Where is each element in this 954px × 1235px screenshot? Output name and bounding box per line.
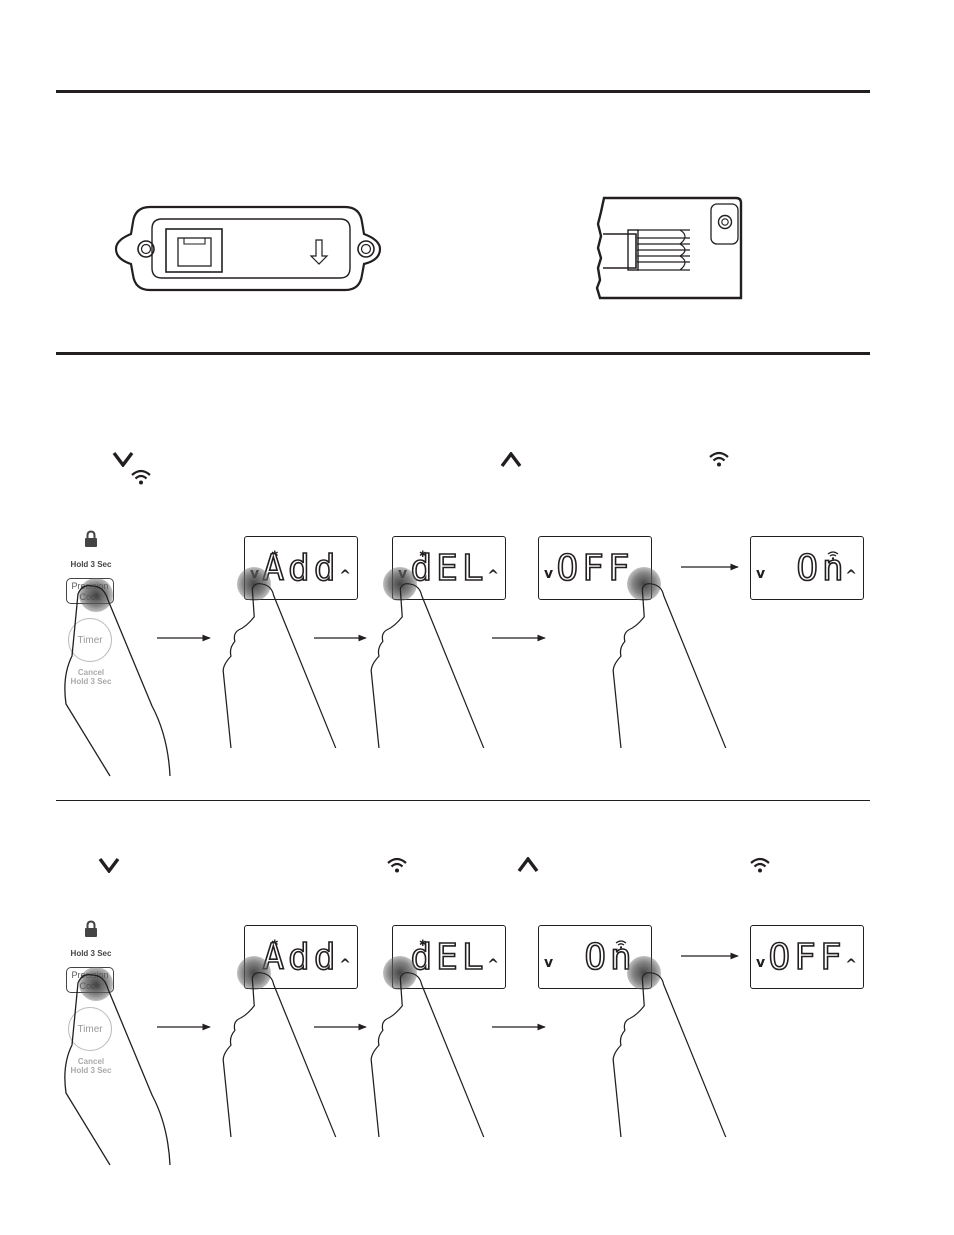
bluetooth-icon: ✱	[271, 550, 279, 560]
bluetooth-icon: ✱	[271, 939, 279, 949]
down-indicator: v	[756, 955, 766, 971]
down-indicator: v	[756, 566, 766, 582]
display-text: On	[584, 937, 636, 978]
up-indicator: ^	[339, 957, 351, 973]
display-text: Add	[262, 937, 340, 978]
down-indicator: v	[544, 566, 554, 582]
module-illustrations	[114, 196, 743, 300]
down-indicator: v	[544, 955, 554, 971]
pointing-hand	[64, 974, 171, 1166]
press-indicator	[79, 578, 113, 612]
up-indicator: ^	[487, 568, 499, 584]
wifi-icon	[131, 469, 151, 485]
cancel-label: Cancel	[77, 668, 105, 677]
pointing-hand	[222, 972, 337, 1138]
display-text: dEL	[410, 548, 488, 589]
section-divider	[56, 800, 870, 801]
bluetooth-icon: ✱	[419, 550, 427, 560]
wifi-icon	[615, 940, 627, 949]
wifi-icon	[387, 857, 407, 873]
lock-icon	[85, 530, 97, 547]
wifi-icon	[827, 551, 839, 560]
display-text: OFF	[768, 937, 846, 978]
press-indicator	[237, 956, 271, 990]
cancel-hold-label: Hold 3 Sec	[70, 677, 112, 686]
pointing-hand	[370, 583, 485, 749]
timer-button[interactable]: Timer	[68, 618, 112, 662]
top-rule	[56, 90, 870, 93]
up-arrow-icon	[517, 857, 539, 873]
wifi-icon	[709, 451, 729, 467]
flow-arrows-section2	[157, 952, 739, 1031]
cancel-hold-label: Hold 3 Sec	[70, 1066, 112, 1075]
lock-icon	[85, 920, 97, 937]
display-text: dEL	[410, 937, 488, 978]
display-text: OFF	[556, 548, 634, 589]
hold-label: Hold 3 Sec	[70, 949, 112, 958]
middle-rule	[56, 352, 870, 355]
timer-button[interactable]: Timer	[68, 1007, 112, 1051]
up-indicator: ^	[845, 568, 857, 584]
wifi-icon	[750, 857, 770, 873]
up-indicator: ^	[487, 957, 499, 973]
press-indicator	[627, 567, 661, 601]
display-del: ✱ dEL ^	[392, 925, 506, 989]
down-arrow-icon	[112, 451, 134, 467]
pointing-hand	[222, 583, 337, 749]
hold-label: Hold 3 Sec	[70, 560, 112, 569]
display-text: On	[796, 548, 848, 589]
pointing-hand	[64, 585, 171, 777]
display-text: Add	[262, 548, 340, 589]
up-indicator: ^	[845, 957, 857, 973]
display-off: v OFF ^	[750, 925, 864, 989]
display-on: v On ^	[750, 536, 864, 600]
up-arrow-icon	[500, 452, 522, 468]
down-arrow-icon	[98, 857, 120, 873]
cancel-label: Cancel	[77, 1057, 105, 1066]
port-faceplate-illustration	[114, 205, 382, 292]
flow-arrows-section1	[157, 563, 739, 642]
pointing-hand	[370, 972, 485, 1138]
press-indicator	[79, 967, 113, 1001]
display-off: v OFF	[538, 536, 652, 600]
press-indicator	[237, 567, 271, 601]
press-indicator	[627, 956, 661, 990]
up-indicator: ^	[339, 568, 351, 584]
pointing-hand	[612, 972, 727, 1138]
pointing-hand	[612, 583, 727, 749]
module-side-illustration	[595, 196, 743, 300]
bluetooth-icon: ✱	[419, 939, 427, 949]
